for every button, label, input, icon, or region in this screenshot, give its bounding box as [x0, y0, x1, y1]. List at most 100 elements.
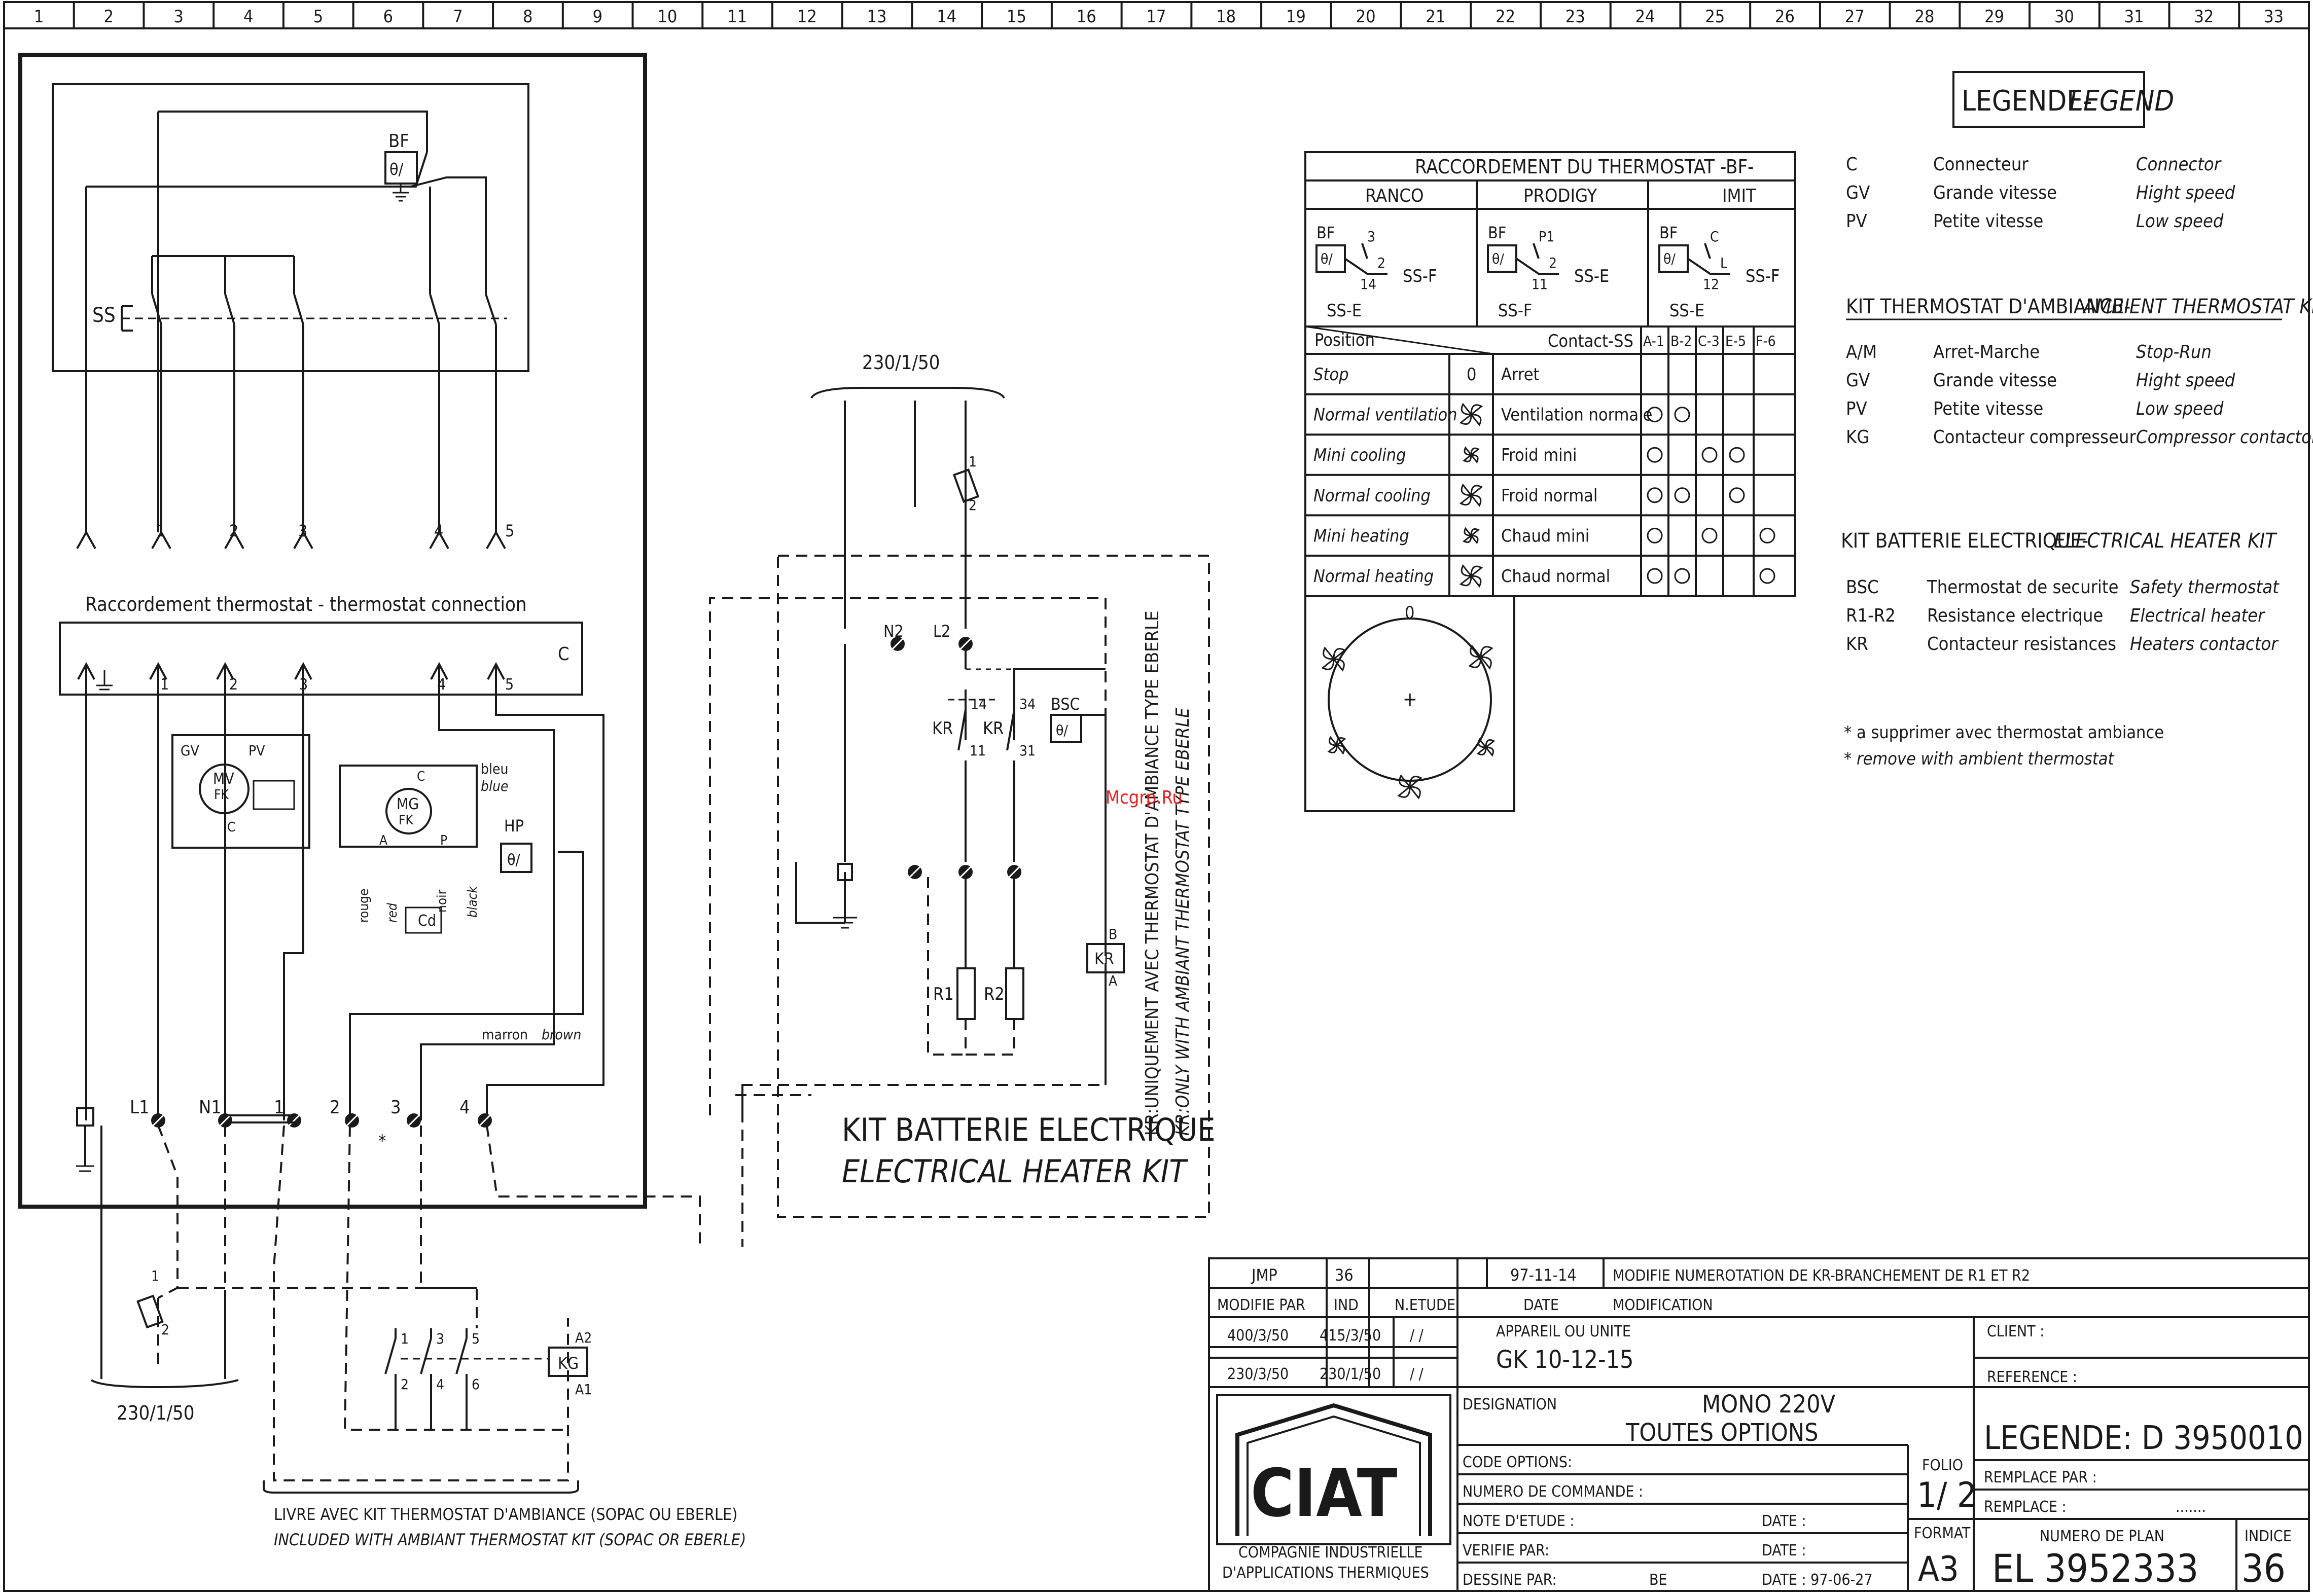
fuse-label-2: 2: [161, 1321, 169, 1338]
terminal-chevrons-top: [76, 530, 506, 549]
legend-fr: Thermostat de securite: [1927, 577, 2119, 598]
contact-col-header: F-6: [1756, 333, 1776, 349]
remplace: REMPLACE :: [1984, 1498, 2067, 1516]
dessine-par: DESSINE PAR:: [1463, 1571, 1557, 1589]
connector-arrows: [77, 662, 505, 695]
column-number: 4: [243, 7, 253, 27]
position-label: Position: [1314, 330, 1375, 350]
kr-vertical-en: KR:ONLY WITH AMBIANT THERMOSTAT TYPE EBE…: [1172, 707, 1193, 1136]
bf-label: BF: [388, 131, 409, 152]
brand-pin: 2: [1377, 255, 1385, 271]
column-number: 10: [657, 7, 677, 27]
kr-coil: [1086, 943, 1125, 973]
screw-slot: [479, 1114, 491, 1127]
kg-c2: 2: [401, 1376, 409, 1393]
position-table: [1304, 325, 1796, 597]
kr-pin-31: 31: [1019, 742, 1036, 759]
brand-pin: C: [1710, 228, 1719, 245]
client-label: CLIENT :: [1987, 1323, 2044, 1340]
fan-blade: [1332, 658, 1345, 672]
fan-blade: [1409, 776, 1422, 789]
mg-motor-symbol: [385, 788, 432, 835]
slash-2: / /: [1410, 1365, 1424, 1383]
brand-ss-label: SS-F: [1498, 301, 1533, 321]
brand-pin: P1: [1539, 228, 1554, 245]
volt-2: 415/3/50: [1320, 1327, 1381, 1345]
unit-wiring: [85, 695, 604, 1120]
date-2: DATE :: [1762, 1542, 1806, 1559]
screw-slot: [219, 1114, 231, 1127]
contact-mark: [1647, 487, 1663, 503]
bsc-thermostat: [1050, 714, 1082, 743]
dessine-value: BE: [1649, 1571, 1667, 1589]
ciat-logo: CIAT: [1216, 1394, 1451, 1545]
fan-blade: [1461, 483, 1473, 496]
contact-mark: [1729, 487, 1745, 503]
ambient-title-en: AMBIENT THERMOSTAT KIT: [2082, 295, 2313, 318]
ground-icon: [393, 184, 409, 202]
noir-label: noir: [435, 889, 450, 913]
brand-pin: 12: [1703, 276, 1719, 293]
marron-label: marron: [482, 1026, 528, 1043]
terminal-label-3: 3: [298, 521, 307, 540]
fan-blade: [1399, 774, 1412, 788]
legend-en: Hight speed: [2136, 183, 2235, 203]
fan-blade: [1397, 785, 1411, 798]
heater-kit-title-fr: KIT BATTERIE ELECTRIQUE: [842, 1111, 1216, 1148]
brand-bf-label: BF: [1488, 223, 1506, 242]
delivered-en: INCLUDED WITH AMBIANT THERMOSTAT KIT (SO…: [274, 1530, 746, 1549]
position-row-en: Stop: [1313, 365, 1349, 385]
column-number: 12: [797, 7, 817, 27]
fan-blade: [1470, 404, 1483, 416]
fan-hub: [1484, 745, 1488, 749]
term-4: 4: [459, 1097, 470, 1118]
fan-blade: [1469, 494, 1482, 507]
contact-mark: [1701, 527, 1718, 543]
screw-slot: [152, 1114, 164, 1127]
column-number: 28: [1915, 7, 1935, 27]
brand-pin: L: [1720, 255, 1727, 271]
fan-icon: [1327, 736, 1346, 755]
remplace-par: REMPLACE PAR :: [1984, 1469, 2097, 1486]
position-row-symbol: 0: [1467, 365, 1476, 385]
terminal-chevron: [429, 530, 449, 549]
date-1: DATE :: [1762, 1512, 1806, 1530]
fan-hub: [1469, 574, 1473, 578]
dial-fan-icons: [1321, 644, 1496, 800]
terminal-label-5: 5: [505, 521, 514, 540]
column-number: 26: [1775, 7, 1795, 27]
terminal-chevron: [76, 530, 96, 549]
legend-en: Safety thermostat: [2130, 577, 2280, 598]
brand-ss-label: SS-F: [1746, 266, 1780, 286]
fan-blade: [1408, 786, 1421, 800]
mg-a-label: A: [379, 833, 387, 848]
position-row-en: Normal cooling: [1313, 486, 1431, 506]
ss-switch-wiring: [85, 111, 507, 532]
fuse-label-1: 1: [151, 1267, 159, 1284]
brand-contact: [1361, 243, 1368, 259]
terminal-chevron: [224, 530, 244, 549]
ground-icon: [96, 670, 113, 691]
legend-code: R1-R2: [1846, 605, 1896, 626]
fan-blade: [1470, 565, 1483, 578]
terminal-label-2: 2: [229, 521, 238, 540]
fan-blade: [1480, 646, 1493, 659]
black-label: black: [465, 885, 480, 918]
brand-bf-label: BF: [1659, 223, 1678, 242]
mv-capacitor: [253, 780, 295, 810]
kr-pin-34: 34: [1019, 696, 1036, 712]
table-diagonal: [1305, 325, 1493, 355]
brand-theta: θ/: [1492, 250, 1504, 267]
screw-slot: [288, 1114, 300, 1127]
h-netude: N.ETUDE: [1395, 1296, 1455, 1314]
mg-label: MG: [397, 795, 419, 813]
column-number: 5: [313, 7, 323, 27]
position-row-fr: Froid mini: [1501, 445, 1577, 465]
mv-fk-label: FK: [214, 787, 229, 803]
hp-label: HP: [504, 816, 524, 836]
brand-prodigy: PRODIGY: [1523, 186, 1597, 206]
column-number: 15: [1007, 7, 1026, 27]
fan-hub: [1469, 412, 1473, 417]
fan-icon: [1468, 644, 1493, 670]
